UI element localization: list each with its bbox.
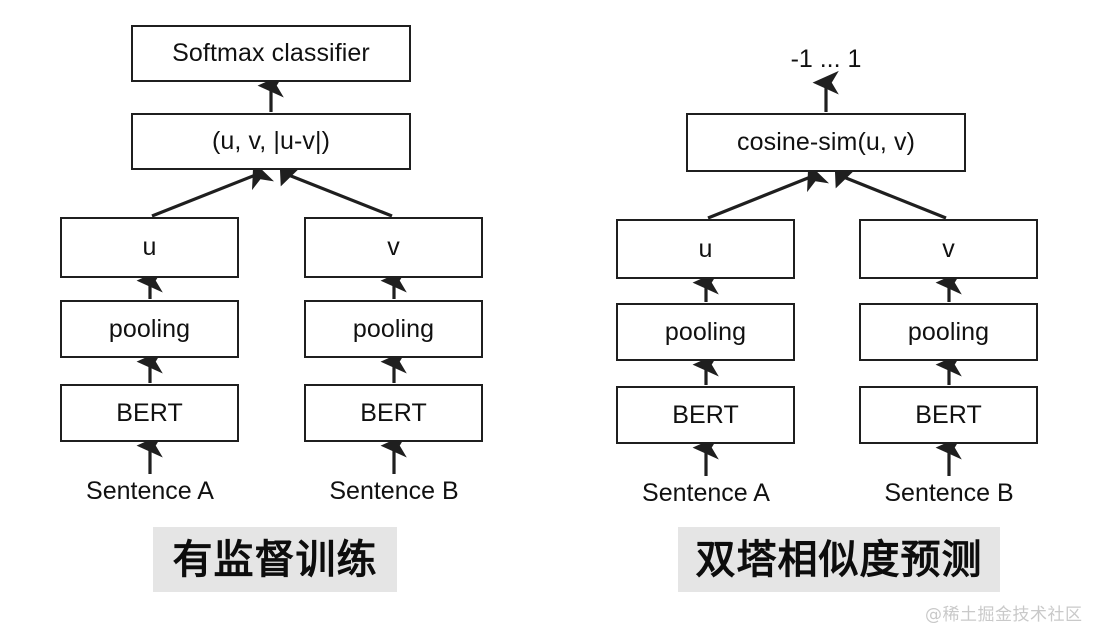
- node-label: BERT: [360, 398, 427, 427]
- node-pooling-a[interactable]: pooling: [60, 300, 239, 358]
- left-panel-arrows: [136, 73, 407, 474]
- input-sentence-b: Sentence B: [869, 478, 1029, 508]
- caption-band-left: 有监督训练: [153, 527, 397, 592]
- node-concat-uv[interactable]: (u, v, |u-v|): [131, 113, 411, 170]
- arrow-v-to-concat: [279, 157, 393, 218]
- node-embedding-v[interactable]: v: [859, 219, 1038, 279]
- node-label: u: [142, 233, 157, 261]
- node-label: pooling: [108, 314, 191, 343]
- caption-left-text: 有监督训练: [172, 536, 378, 583]
- node-bert-b[interactable]: BERT: [304, 384, 483, 442]
- node-embedding-u[interactable]: u: [60, 217, 239, 278]
- arrow-u-to-concat: [151, 161, 275, 218]
- arrow-v-to-cosine: [834, 159, 947, 220]
- caption-band-right: 双塔相似度预测: [678, 527, 1000, 592]
- node-label: v: [942, 234, 955, 263]
- node-label: cosine-sim(u, v): [736, 128, 916, 156]
- node-pooling-b[interactable]: pooling: [859, 303, 1038, 361]
- watermark-text: @稀土掘金技术社区: [925, 605, 1083, 625]
- node-bert-b[interactable]: BERT: [859, 386, 1038, 444]
- input-sentence-a: Sentence A: [626, 478, 786, 508]
- watermark: @稀土掘金技术社区: [925, 600, 1083, 625]
- node-label: BERT: [116, 398, 183, 427]
- input-label: Sentence A: [642, 478, 770, 507]
- input-sentence-a: Sentence A: [70, 476, 230, 506]
- caption-right-text: 双塔相似度预测: [695, 536, 983, 583]
- node-softmax-classifier[interactable]: Softmax classifier: [131, 25, 411, 82]
- input-sentence-b: Sentence B: [314, 476, 474, 506]
- output-label-text: -1 ... 1: [790, 44, 862, 73]
- input-label: Sentence B: [329, 476, 459, 505]
- node-label: Softmax classifier: [172, 39, 370, 67]
- node-bert-a[interactable]: BERT: [60, 384, 239, 442]
- node-embedding-u[interactable]: u: [616, 219, 795, 279]
- node-pooling-b[interactable]: pooling: [304, 300, 483, 358]
- input-label: Sentence B: [884, 478, 1014, 507]
- node-label: u: [698, 234, 713, 263]
- node-embedding-v[interactable]: v: [304, 217, 483, 278]
- node-label: pooling: [907, 317, 990, 346]
- node-label: pooling: [664, 317, 747, 346]
- output-range-label: -1 ... 1: [746, 44, 906, 74]
- node-cosine-sim[interactable]: cosine-sim(u, v): [686, 113, 966, 172]
- right-panel-arrows: [692, 70, 962, 476]
- arrow-u-to-cosine: [707, 163, 830, 220]
- node-label: BERT: [915, 400, 982, 429]
- input-label: Sentence A: [86, 476, 214, 505]
- node-label: v: [387, 233, 400, 261]
- node-pooling-a[interactable]: pooling: [616, 303, 795, 361]
- node-label: (u, v, |u-v|): [212, 127, 330, 155]
- node-label: BERT: [672, 400, 739, 429]
- node-label: pooling: [352, 314, 435, 343]
- node-bert-a[interactable]: BERT: [616, 386, 795, 444]
